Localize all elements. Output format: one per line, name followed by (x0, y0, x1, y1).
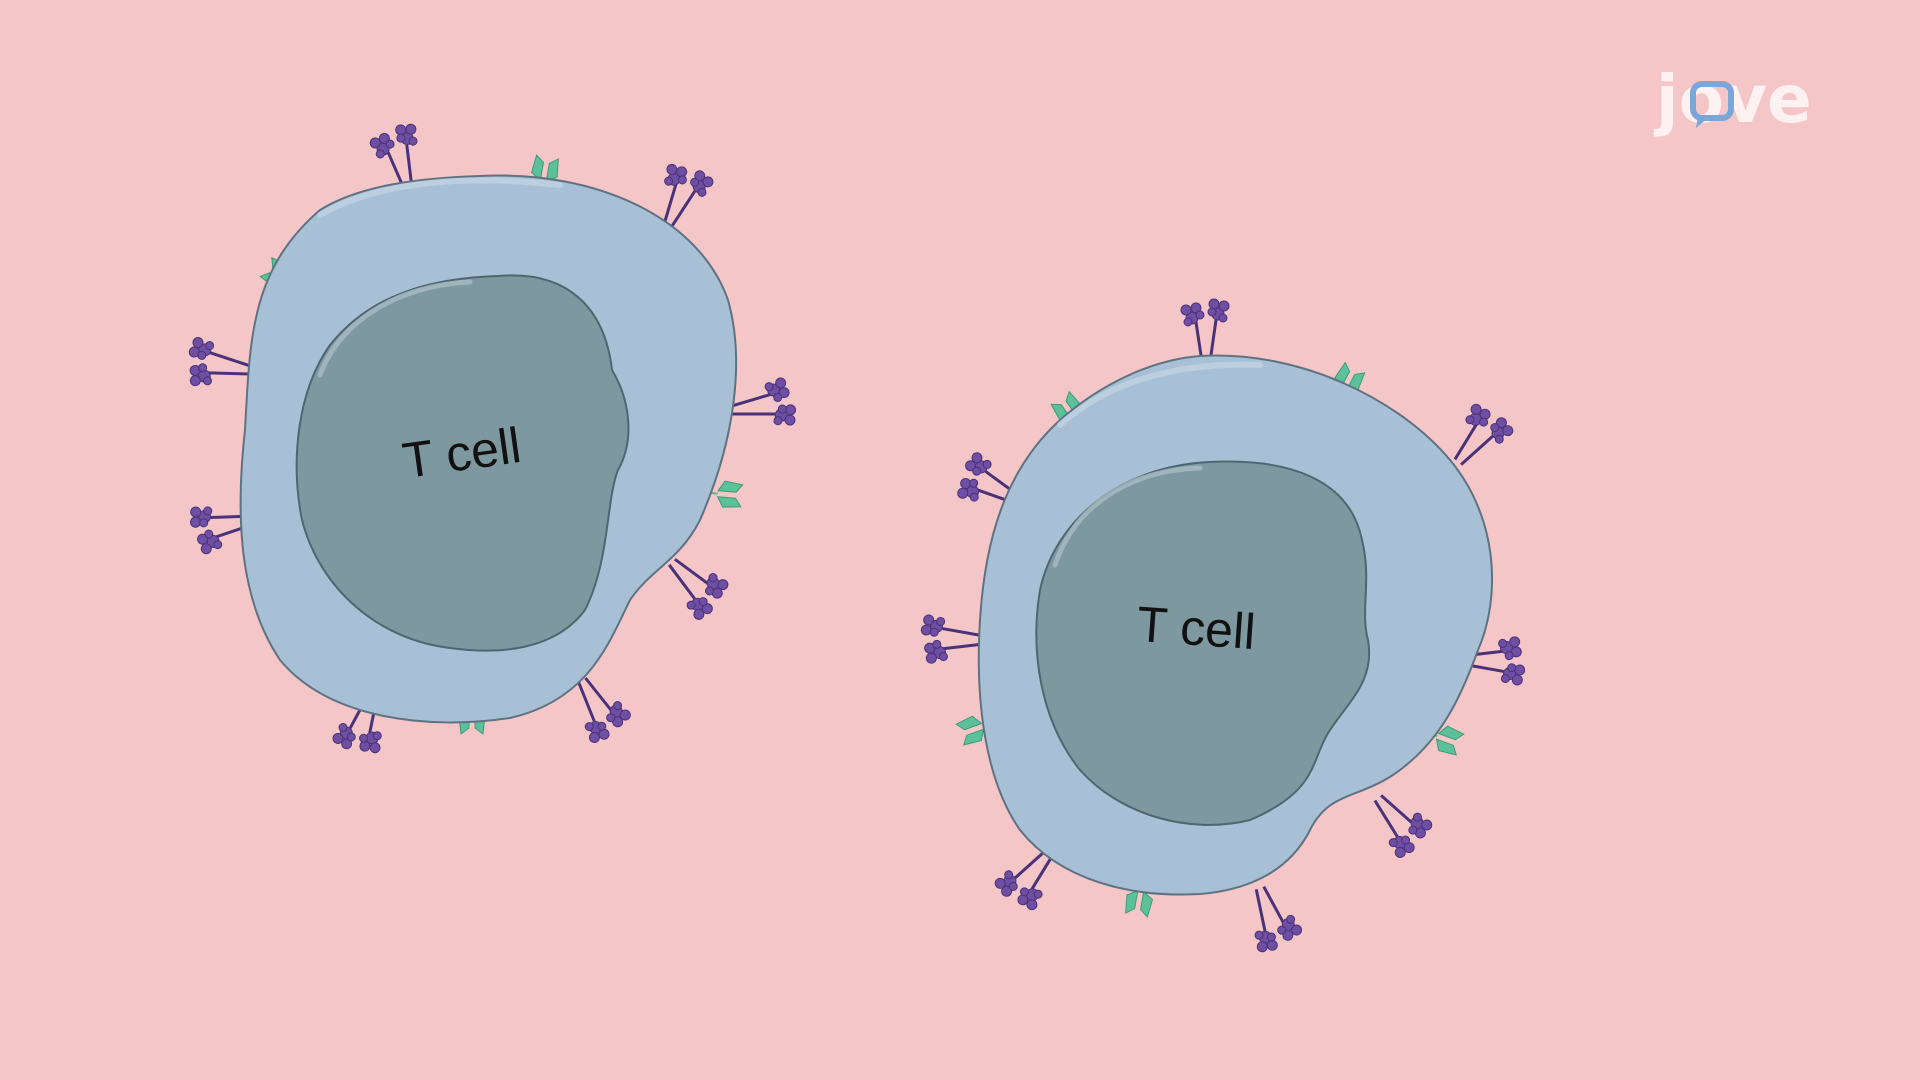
cluster-receptor (727, 374, 800, 435)
cell-left-nucleus (295, 274, 630, 652)
cluster-receptor (1236, 877, 1307, 957)
t-cell-left: T cell (182, 119, 800, 762)
cluster-receptor (1179, 297, 1231, 364)
cluster-receptor (918, 613, 987, 667)
speech-bubble-icon (1690, 81, 1734, 121)
cluster-receptor (182, 334, 256, 397)
cell-right-label: T cell (1135, 596, 1257, 660)
t-cell-right: T cell (918, 297, 1528, 957)
cell-right-nucleus (1035, 460, 1371, 826)
jove-logo: jove (1653, 61, 1812, 138)
cluster-receptor (1358, 780, 1440, 863)
